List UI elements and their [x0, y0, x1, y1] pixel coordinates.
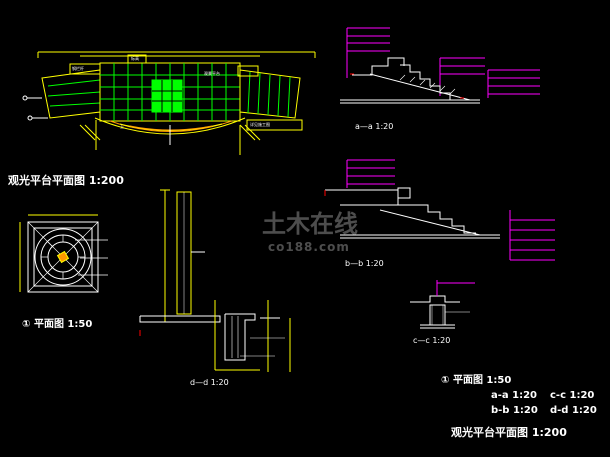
section-aa-view — [340, 27, 540, 104]
main-plan-view — [22, 51, 316, 155]
watermark-site: co188.com — [268, 240, 350, 254]
plan-platform-label: 观景平台 — [204, 71, 220, 76]
legend-item-3: c-c 1:20 — [550, 390, 595, 401]
plan-bottom-note: 详见施工图 — [250, 122, 270, 127]
title-section-dd: d—d 1:20 — [190, 378, 229, 387]
plan-tag-top: 标高 — [131, 56, 139, 61]
legend-item-4: b-b 1:20 — [491, 405, 538, 416]
title-section-cc: c—c 1:20 — [413, 336, 451, 345]
section-cc-view — [410, 280, 475, 329]
section-dd-view — [139, 300, 291, 372]
title-section-aa: a—a 1:20 — [355, 122, 394, 131]
legend-item-2: a-a 1:20 — [491, 390, 538, 401]
legend-item-6: 观光平台平面图 1:200 — [451, 426, 567, 439]
plan-stair-note: 上 — [120, 124, 124, 129]
legend-item-1: ① 平面图 1:50 — [441, 375, 512, 386]
section-bb-view — [324, 159, 555, 261]
column-detail-view — [160, 189, 205, 323]
title-plan-main: 观光平台平面图 1:200 — [8, 174, 124, 187]
small-plan-view — [19, 214, 108, 293]
watermark-brand: 土木在线 — [262, 210, 358, 238]
title-section-bb: b—b 1:20 — [345, 259, 384, 268]
legend-item-5: d-d 1:20 — [550, 405, 597, 416]
title-plan-small: ① 平面图 1:50 — [22, 319, 93, 330]
plan-railing-left: 钢栏杆 — [72, 66, 84, 71]
